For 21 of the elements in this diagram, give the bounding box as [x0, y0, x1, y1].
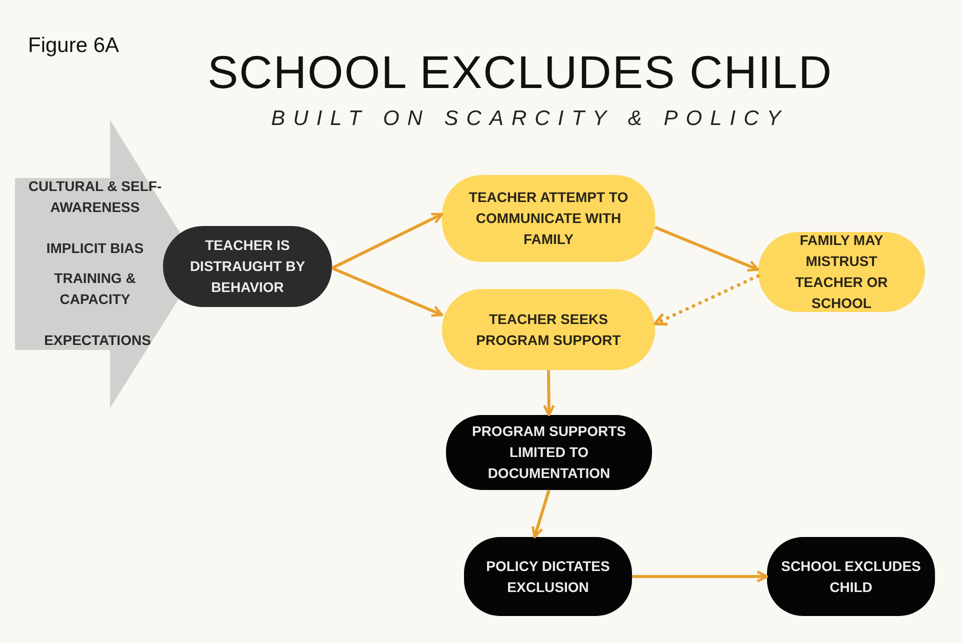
- factor-text: TRAINING & CAPACITY: [53, 269, 137, 309]
- factor-text: CULTURAL & SELF-AWARENESS: [27, 177, 163, 217]
- process-box: TEACHER SEEKS PROGRAM SUPPORT: [442, 289, 655, 370]
- process-box: SCHOOL EXCLUDES CHILD: [767, 537, 935, 616]
- arrow: [632, 570, 768, 582]
- arrow: [331, 266, 444, 317]
- process-box: TEACHER IS DISTRAUGHT BY BEHAVIOR: [163, 226, 332, 307]
- factor-text: IMPLICIT BIAS: [45, 239, 145, 258]
- factor-text: EXPECTATIONS: [43, 331, 152, 350]
- arrow: [542, 370, 555, 416]
- process-box: TEACHER ATTEMPT TO COMMUNICATE WITH FAMILY: [442, 175, 655, 262]
- arrow: [654, 226, 760, 272]
- arrow: [532, 490, 550, 538]
- arrow: [653, 274, 760, 326]
- process-box: FAMILY MAY MISTRUST TEACHER OR SCHOOL: [758, 232, 925, 312]
- subtitle: BUILT ON SCARCITY & POLICY: [270, 106, 790, 132]
- process-box: POLICY DICTATES EXCLUSION: [464, 537, 632, 616]
- arrow: [331, 212, 444, 270]
- figure-label: Figure 6A: [28, 33, 120, 59]
- title: SCHOOL EXCLUDES CHILD: [206, 45, 834, 100]
- process-box: PROGRAM SUPPORTS LIMITED TO DOCUMENTATION: [446, 415, 652, 490]
